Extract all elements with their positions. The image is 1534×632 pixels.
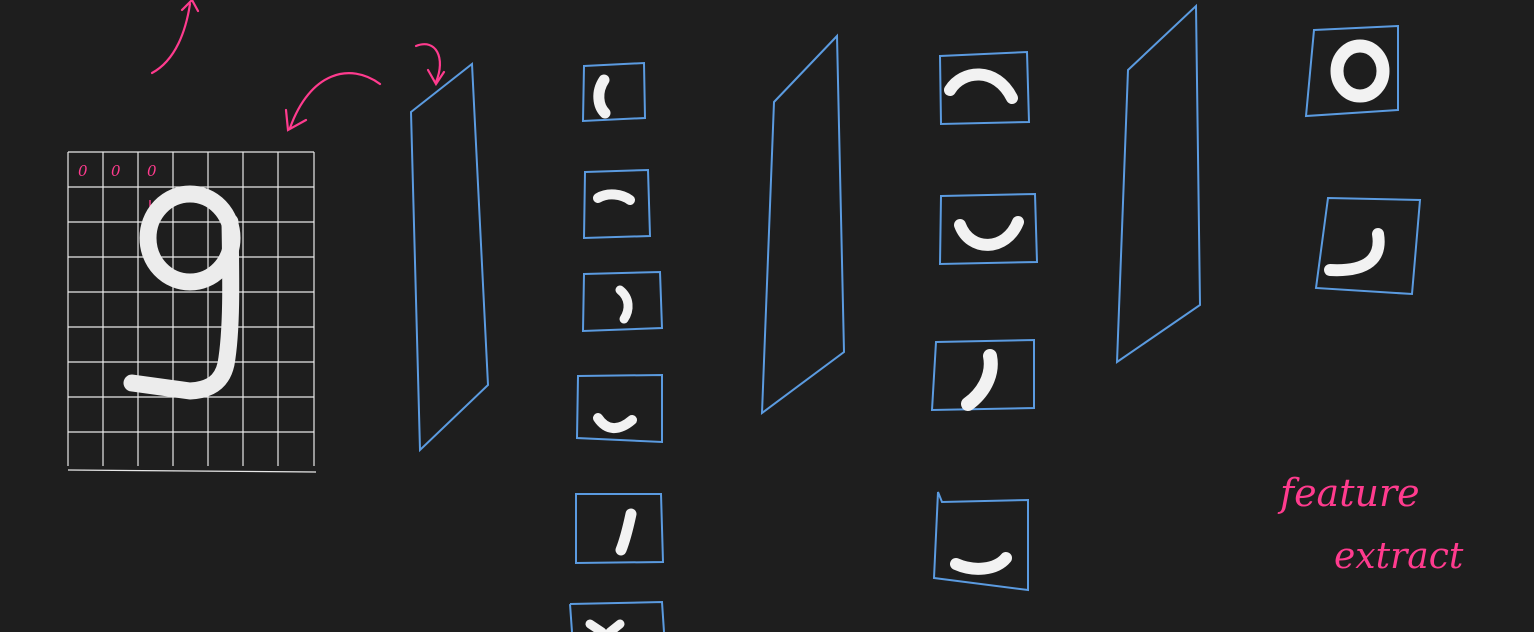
feature-map-2-3 (930, 338, 1035, 412)
arrow-top-left (150, 0, 200, 75)
feature-map-2-2 (938, 192, 1039, 266)
feature-map-2-4 (932, 491, 1029, 592)
feature-map-1-6 (569, 600, 665, 632)
feature-map-1-3 (581, 270, 664, 333)
feature-map-3-1 (1304, 24, 1399, 118)
conv-layer-frame-3 (1115, 3, 1202, 364)
cell-value-2: 0 (111, 162, 121, 180)
feature-map-1-5 (575, 493, 665, 565)
digit-nine (123, 185, 241, 400)
cell-value-3: 0 (147, 162, 157, 180)
digit-label: 9 (190, 243, 191, 245)
input-pixel-grid (67, 151, 317, 473)
arrow-to-frame (414, 43, 446, 87)
annotation-extract: extract (1334, 536, 1464, 577)
feature-map-1-2 (582, 168, 652, 240)
arrow-to-grid (284, 72, 382, 132)
feature-map-1-4 (575, 373, 663, 444)
feature-map-2-1 (938, 50, 1031, 126)
cell-value-1: 0 (78, 162, 88, 180)
conv-layer-frame-2 (760, 33, 846, 416)
feature-map-3-2 (1314, 196, 1422, 296)
feature-map-1-1 (581, 61, 647, 123)
conv-layer-frame-1 (409, 62, 490, 453)
annotation-feature: feature (1277, 471, 1420, 515)
